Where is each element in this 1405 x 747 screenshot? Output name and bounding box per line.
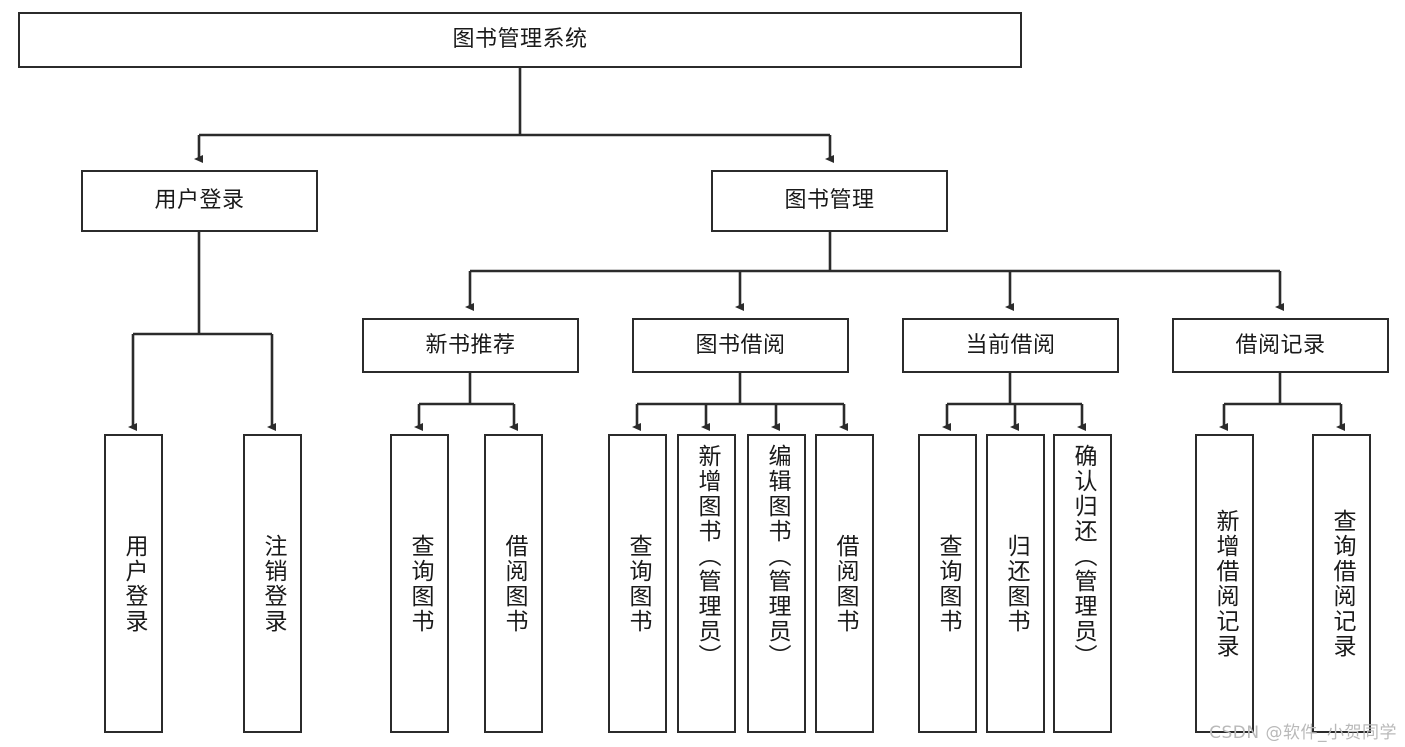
node-leaf-add-record-label: 新增借阅记录 [1212,508,1238,659]
node-leaf-user-login-label: 用户登录 [121,533,147,634]
node-leaf-return-book-label: 归还图书 [1003,533,1029,634]
node-book-borrow[interactable]: 图书借阅 [632,318,849,373]
node-leaf-query-book-2[interactable]: 查询图书 [608,434,667,733]
node-leaf-query-record-label: 查询借阅记录 [1329,508,1355,659]
node-leaf-logout[interactable]: 注销登录 [243,434,302,733]
node-root-label: 图书管理系统 [452,27,588,53]
node-leaf-borrow-book-2[interactable]: 借阅图书 [815,434,874,733]
node-user-login[interactable]: 用户登录 [81,170,318,232]
node-leaf-confirm-return[interactable]: 确认归还（管理员） [1053,434,1112,733]
node-book-manage[interactable]: 图书管理 [711,170,948,232]
node-book-manage-label: 图书管理 [784,188,875,214]
node-leaf-query-book-1[interactable]: 查询图书 [390,434,449,733]
node-new-book-rec-label: 新书推荐 [425,332,516,358]
node-leaf-confirm-return-label: 确认归还（管理员） [1070,444,1096,669]
node-leaf-borrow-book-1-label: 借阅图书 [501,533,527,634]
node-root[interactable]: 图书管理系统 [18,12,1022,68]
node-leaf-query-book-2-label: 查询图书 [625,533,651,634]
node-leaf-borrow-book-2-label: 借阅图书 [832,533,858,634]
node-leaf-return-book[interactable]: 归还图书 [986,434,1045,733]
node-leaf-user-login[interactable]: 用户登录 [104,434,163,733]
node-book-borrow-label: 图书借阅 [695,332,786,358]
node-borrow-record[interactable]: 借阅记录 [1172,318,1389,373]
node-leaf-query-record[interactable]: 查询借阅记录 [1312,434,1371,733]
node-leaf-add-book[interactable]: 新增图书（管理员） [677,434,736,733]
node-leaf-query-book-1-label: 查询图书 [407,533,433,634]
node-leaf-edit-book[interactable]: 编辑图书（管理员） [747,434,806,733]
node-new-book-rec[interactable]: 新书推荐 [362,318,579,373]
node-current-borrow[interactable]: 当前借阅 [902,318,1119,373]
node-user-login-label: 用户登录 [154,188,245,214]
node-borrow-record-label: 借阅记录 [1235,332,1326,358]
node-leaf-logout-label: 注销登录 [260,533,286,634]
csdn-watermark: CSDN @软件_小贺同学 [1209,723,1397,743]
node-current-borrow-label: 当前借阅 [965,332,1056,358]
node-leaf-borrow-book-1[interactable]: 借阅图书 [484,434,543,733]
node-leaf-query-book-3[interactable]: 查询图书 [918,434,977,733]
node-leaf-edit-book-label: 编辑图书（管理员） [764,444,790,669]
node-leaf-add-book-label: 新增图书（管理员） [694,444,720,669]
node-leaf-query-book-3-label: 查询图书 [935,533,961,634]
node-leaf-add-record[interactable]: 新增借阅记录 [1195,434,1254,733]
